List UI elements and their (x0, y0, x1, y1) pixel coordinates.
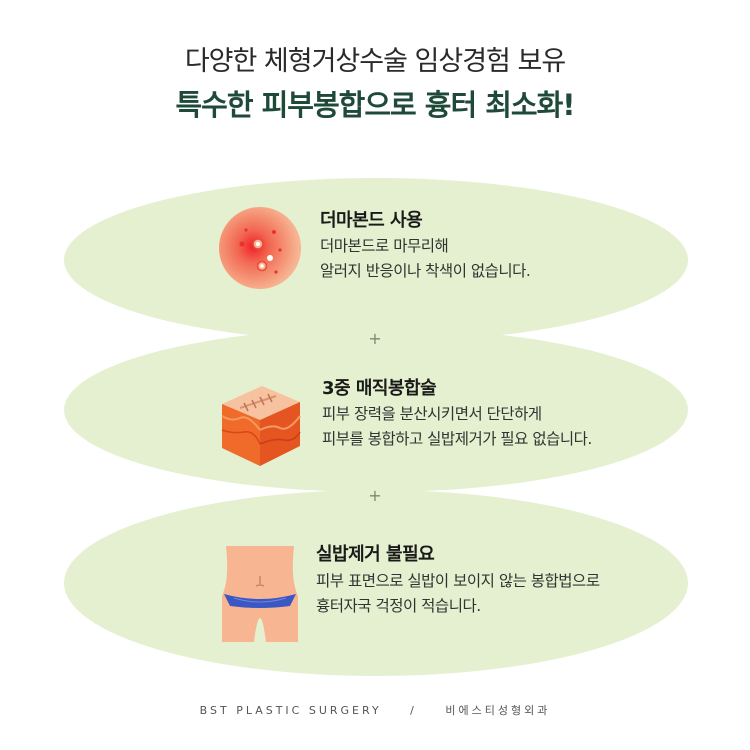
item-3-desc: 피부 표면으로 실밥이 보이지 않는 봉합법으로 흉터자국 걱정이 적습니다. (316, 569, 600, 619)
item-2-desc-line1: 피부 장력을 분산시키면서 단단하게 (322, 405, 542, 423)
footer-brand-en: BST PLASTIC SURGERY (199, 704, 382, 717)
feature-ellipse-1 (64, 178, 688, 342)
item-3-title: 실밥제거 불필요 (316, 544, 435, 565)
footer: BST PLASTIC SURGERY / 비에스티성형외과 (0, 702, 750, 718)
feature-ellipse-3 (64, 490, 688, 676)
headline-line2: 특수한 피부봉합으로 흉터 최소화! (175, 88, 575, 122)
torso-incision-icon (222, 546, 298, 642)
headline: 다양한 체형거상수술 임상경험 보유 특수한 피부봉합으로 흉터 최소화! (0, 44, 750, 126)
feature-ellipse-2 (64, 328, 688, 492)
item-3-desc-line2: 흉터자국 걱정이 적습니다. (316, 597, 481, 615)
footer-separator: / (410, 704, 417, 717)
plus-sign-1: + (368, 329, 382, 348)
item-2-desc-line2: 피부를 봉합하고 실밥제거가 필요 없습니다. (322, 430, 592, 448)
skin-layer-suture-icon (221, 386, 301, 466)
footer-brand-kr: 비에스티성형외과 (445, 704, 551, 717)
dermabond-skin-icon (219, 207, 301, 289)
item-1-desc: 더마본드로 마무리해 알러지 반응이나 착색이 없습니다. (320, 234, 531, 284)
item-1-desc-line2: 알러지 반응이나 착색이 없습니다. (320, 262, 531, 280)
item-1-title: 더마본드 사용 (320, 210, 423, 231)
headline-line1: 다양한 체형거상수술 임상경험 보유 (184, 46, 566, 77)
item-1-desc-line1: 더마본드로 마무리해 (320, 237, 449, 255)
item-3-desc-line1: 피부 표면으로 실밥이 보이지 않는 봉합법으로 (316, 572, 600, 590)
item-2-title: 3중 매직봉합술 (322, 378, 437, 399)
item-2-desc: 피부 장력을 분산시키면서 단단하게 피부를 봉합하고 실밥제거가 필요 없습니… (322, 402, 592, 452)
plus-sign-2: + (368, 486, 382, 505)
